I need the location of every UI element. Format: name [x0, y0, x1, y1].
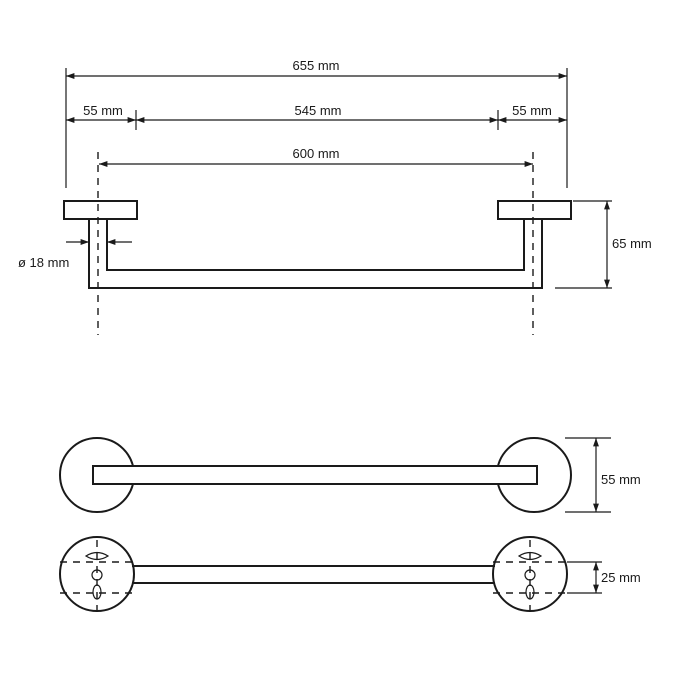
bar-tube-outer [88, 219, 543, 289]
bar-tube-mounting-view [132, 565, 495, 584]
right-screw-hole-icon [525, 584, 535, 600]
dimension-label-overall: 655 mm [293, 58, 340, 73]
dimension-label-clear-span: 545 mm [295, 103, 342, 118]
left-set-screw-icon [91, 569, 103, 581]
top-view: 55 mm [59, 437, 641, 513]
right-keyhole-slot-icon [517, 551, 543, 561]
right-wall-bracket [497, 200, 572, 220]
left-screw-hole-icon [92, 584, 102, 600]
dimension-label-tube-diameter: ø 18 mm [18, 255, 69, 270]
bar-tube-top-view [92, 465, 538, 485]
bar-tube-inner [106, 219, 525, 271]
dimension-label-bracket-diameter: 55 mm [601, 472, 641, 487]
dimension-label-projection: 65 mm [612, 236, 652, 251]
left-keyhole-slot-icon [84, 551, 110, 561]
dimension-label-screw-spacing: 25 mm [601, 570, 641, 585]
dimension-label-right-bracket: 55 mm [512, 103, 552, 118]
left-wall-bracket [63, 200, 138, 220]
dimension-label-left-bracket: 55 mm [83, 103, 123, 118]
dimension-label-mount-centers: 600 mm [293, 146, 340, 161]
right-mounting-plate [492, 536, 568, 612]
right-set-screw-icon [524, 569, 536, 581]
side-elevation-view: 655 mm 55 mm 545 mm 55 mm 600 mm ø 18 mm… [18, 58, 652, 335]
left-mounting-plate [59, 536, 135, 612]
mounting-view: 25 mm [59, 536, 641, 612]
